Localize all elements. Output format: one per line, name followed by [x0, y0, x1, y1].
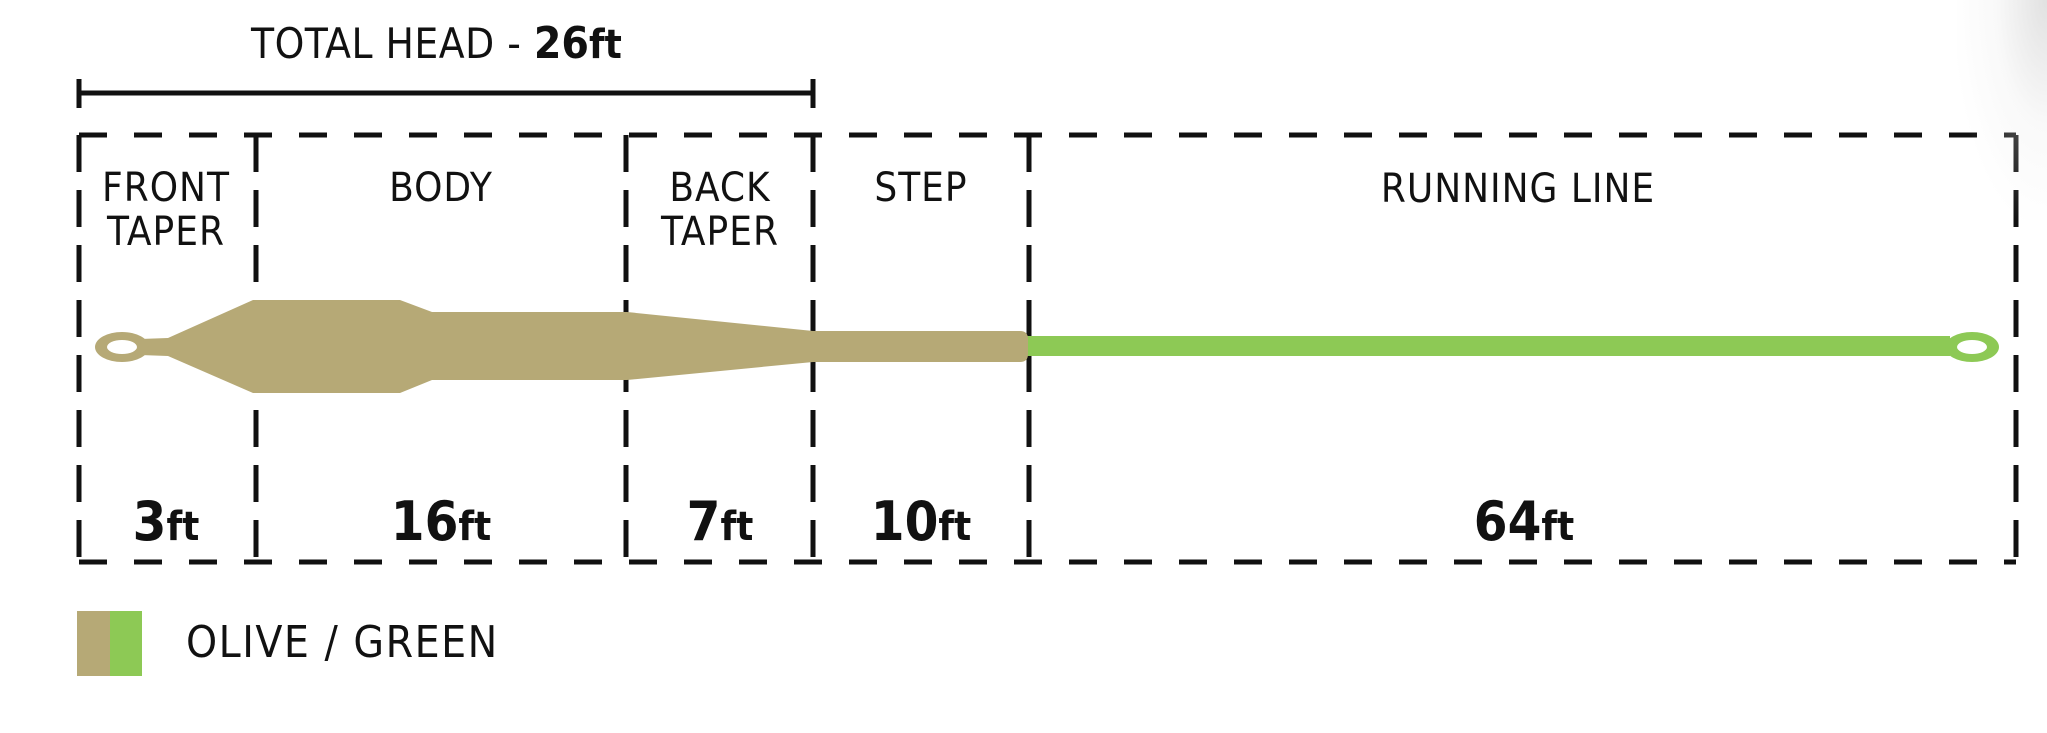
- length-running-line: 64ft: [1474, 490, 1574, 553]
- section-frame: [76, 132, 2019, 565]
- length-step: 10ft: [871, 490, 971, 553]
- length-back-taper: 7ft: [687, 490, 754, 553]
- label-back-taper-1: BACK: [669, 165, 771, 211]
- label-front-taper-1: FRONT: [102, 165, 230, 211]
- running-line-shape: [1020, 336, 1950, 356]
- section-lengths: 3ft 16ft 7ft 10ft 64ft: [133, 490, 1575, 553]
- head-shape: [140, 300, 1028, 393]
- label-back-taper-2: TAPER: [660, 209, 779, 255]
- legend-swatch-green: [110, 611, 142, 676]
- rear-loop-icon: [1945, 332, 1999, 362]
- front-loop-icon: [95, 332, 149, 362]
- total-head-title: TOTAL HEAD - 26ft: [250, 18, 622, 69]
- label-running-line: RUNNING LINE: [1381, 166, 1655, 212]
- total-head-bracket: [76, 79, 816, 108]
- fly-line-profile: [95, 300, 1999, 393]
- label-body: BODY: [389, 165, 493, 211]
- length-front-taper: 3ft: [133, 490, 200, 553]
- label-front-taper-2: TAPER: [106, 209, 225, 255]
- legend-label: OLIVE / GREEN: [186, 617, 499, 668]
- section-labels: FRONT TAPER BODY BACK TAPER STEP RUNNING…: [102, 165, 1655, 255]
- length-body: 16ft: [391, 490, 491, 553]
- color-legend: OLIVE / GREEN: [77, 611, 499, 676]
- legend-swatch-olive: [77, 611, 110, 676]
- label-step: STEP: [874, 165, 967, 211]
